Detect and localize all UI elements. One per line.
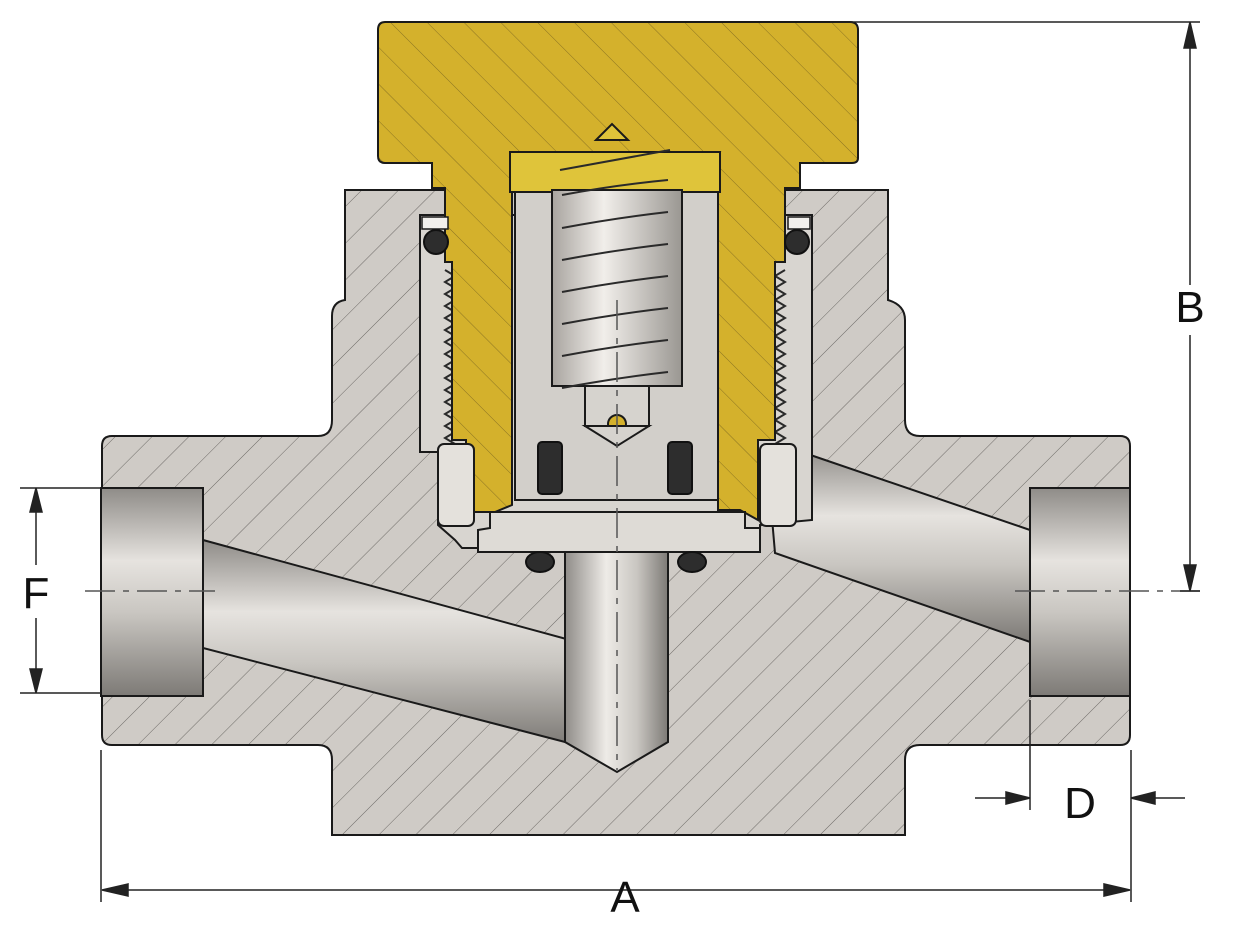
dimension-f-label: F [23, 569, 50, 618]
dimension-d [975, 700, 1185, 810]
cap-tip [593, 122, 631, 141]
center-lines [85, 300, 1200, 770]
o-rings [423, 229, 810, 573]
spring-coils [559, 149, 671, 389]
dimension-b-label: B [1175, 283, 1204, 332]
gland-right [787, 216, 811, 230]
seal-left [537, 441, 563, 495]
dimension-a-label: A [610, 873, 640, 922]
guide-block-left [437, 443, 475, 527]
seal-right [667, 441, 693, 495]
dimension-d-label: D [1064, 779, 1096, 828]
left-socket-bore [100, 487, 204, 697]
guide-block-right [759, 443, 797, 527]
seat-ring [477, 511, 761, 553]
dimension-b [830, 21, 1200, 592]
dimension-a [100, 750, 1132, 902]
dimension-f [20, 487, 101, 694]
right-socket-bore [1029, 487, 1131, 697]
gland-left [421, 216, 449, 230]
